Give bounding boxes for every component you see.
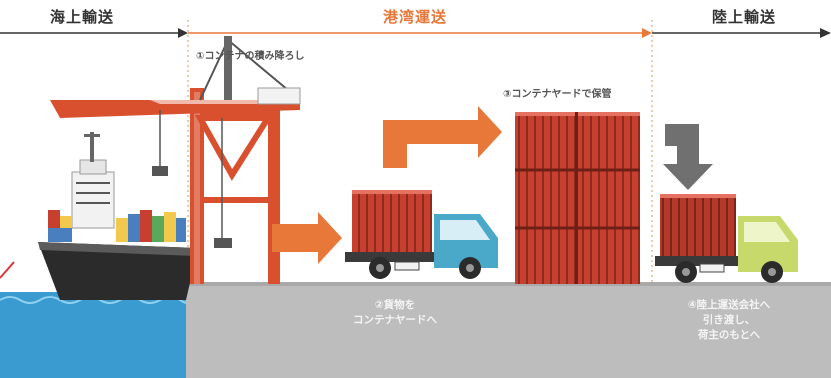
- accent-mark: [0, 261, 15, 279]
- stage-label-port: 港湾運送: [383, 8, 448, 26]
- truck-teal: [345, 190, 498, 279]
- step2-line1: ②貨物を: [374, 299, 416, 311]
- step2-line2: コンテナヤードへ: [353, 314, 437, 326]
- step4-line2: 引き渡し、: [702, 314, 756, 326]
- container-ship: [38, 132, 198, 300]
- arrow-truck-to-yard: [383, 106, 502, 168]
- timeline-sea-arrow: [0, 28, 188, 38]
- stage-label-sea: 海上輸送: [50, 8, 115, 26]
- sea: [0, 292, 186, 378]
- step1-label: ①コンテナの積み降ろし: [196, 51, 305, 62]
- quay-ground: [186, 282, 831, 378]
- timeline-port-arrow: [188, 28, 652, 38]
- step2-label: ②貨物を コンテナヤードへ: [330, 298, 460, 328]
- arrow-yard-to-land-truck: [663, 124, 713, 190]
- step4-line3: 荷主のもとへ: [697, 329, 761, 341]
- step4-line1: ④陸上運送会社へ: [687, 299, 771, 311]
- container-yard-stack: [515, 112, 640, 284]
- arrow-crane-to-truck: [272, 212, 342, 264]
- truck-green: [655, 194, 798, 283]
- gantry-crane: [50, 36, 301, 284]
- stage-label-land: 陸上輸送: [712, 8, 777, 26]
- timeline-land-arrow: [652, 28, 831, 38]
- step4-label: ④陸上運送会社へ 引き渡し、 荷主のもとへ: [664, 298, 794, 343]
- step3-label: ③コンテナヤードで保管: [503, 89, 612, 100]
